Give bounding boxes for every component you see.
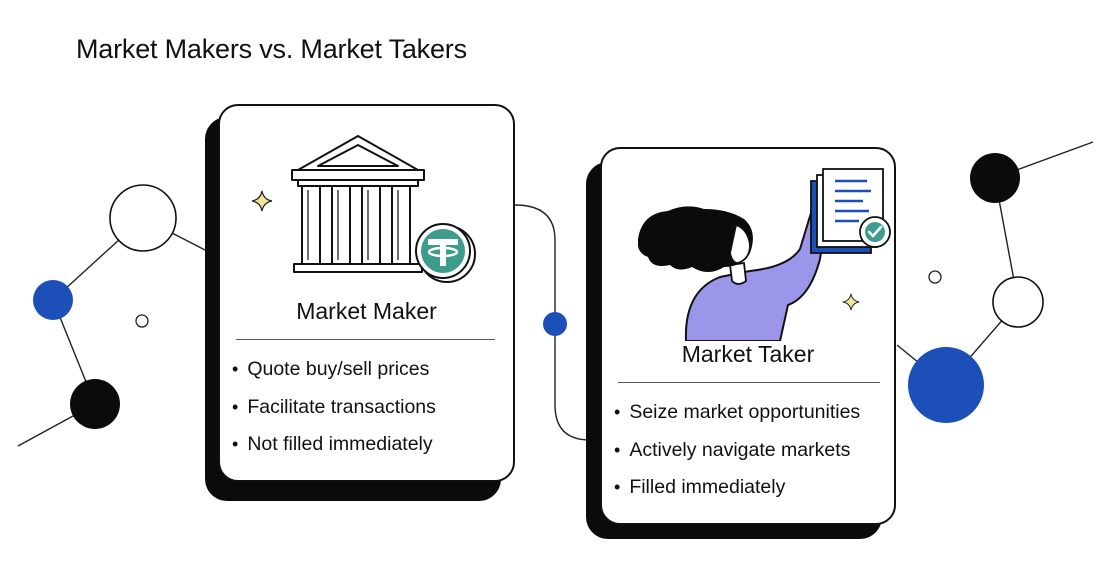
- maker-divider: [236, 339, 495, 340]
- taker-bullet-list: Seize market opportunities Actively navi…: [614, 394, 860, 507]
- list-item: Quote buy/sell prices: [232, 351, 436, 389]
- node-small-right: [928, 270, 942, 284]
- taker-divider: [618, 382, 880, 383]
- list-item: Seize market opportunities: [614, 394, 860, 432]
- sparkle-icon: [842, 293, 860, 311]
- node-blue-left: [33, 280, 73, 320]
- bank-building-icon: [291, 135, 425, 273]
- tether-coin-icon: [415, 223, 476, 283]
- node-blue-right: [908, 347, 984, 423]
- node-blue-center: [543, 312, 567, 336]
- list-item: Facilitate transactions: [232, 389, 436, 427]
- node-white-large: [109, 184, 177, 252]
- checkmark-badge-icon: [859, 216, 891, 248]
- node-black-left: [70, 379, 120, 429]
- node-small-left: [135, 314, 149, 328]
- list-item: Filled immediately: [614, 469, 860, 507]
- taker-card-title: Market Taker: [681, 341, 815, 367]
- list-item: Not filled immediately: [232, 426, 436, 464]
- taker-card: Market Taker Seize market opportunities …: [600, 147, 896, 525]
- woman-holding-documents-icon: [638, 185, 830, 341]
- maker-card-title: Market Maker: [296, 298, 437, 324]
- maker-card: Market Maker Quote buy/sell prices Facil…: [218, 104, 515, 482]
- list-item: Actively navigate markets: [614, 432, 860, 470]
- node-black-right: [970, 153, 1020, 203]
- node-white-right: [992, 276, 1044, 328]
- maker-bullet-list: Quote buy/sell prices Facilitate transac…: [232, 351, 436, 464]
- page-title: Market Makers vs. Market Takers: [76, 34, 467, 64]
- sparkle-icon: [251, 190, 273, 212]
- document-stack-icon: [810, 168, 884, 254]
